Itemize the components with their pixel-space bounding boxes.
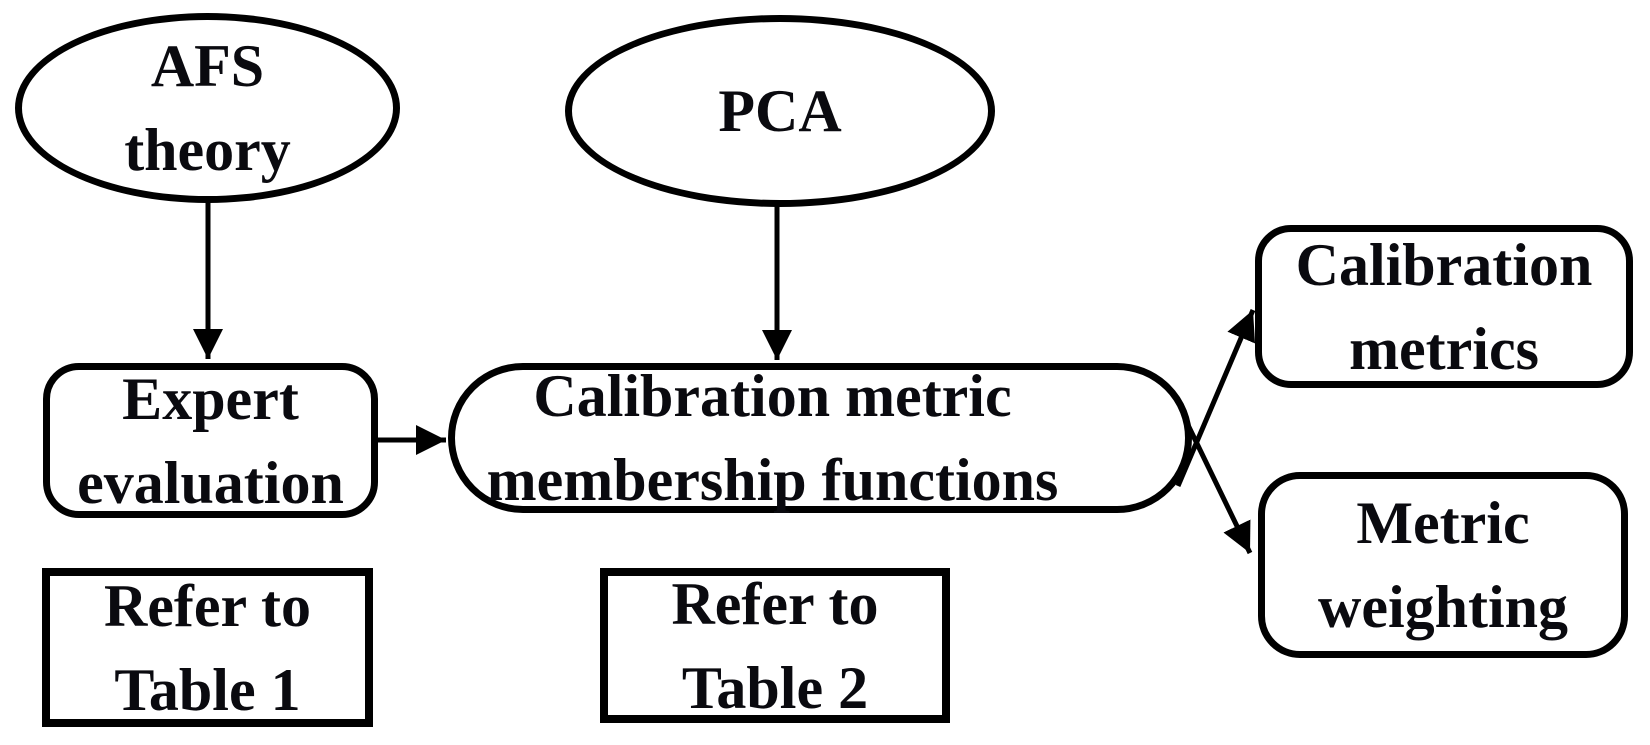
- node-membership-functions-label-line1: Calibration metric: [533, 363, 1012, 429]
- node-afs-theory-label-line1: AFS: [150, 33, 265, 99]
- node-calibration-metric-membership-functions: Calibration metric membership functions: [448, 363, 1192, 513]
- node-refer-table-1-label-line2: Table 1: [114, 656, 301, 723]
- node-refer-table-2-label-line2: Table 2: [681, 654, 869, 721]
- node-afs-theory-label-line2: theory: [124, 117, 291, 183]
- node-afs-theory: AFS theory: [15, 13, 400, 203]
- node-pca: PCA: [565, 15, 995, 207]
- node-membership-functions-label-line2: membership functions: [486, 447, 1059, 513]
- node-pca-label: PCA: [718, 78, 842, 144]
- node-expert-evaluation-label-line2: evaluation: [77, 449, 344, 516]
- node-refer-table-1-label-line1: Refer to: [103, 572, 312, 639]
- node-calibration-metrics: Calibration metrics: [1255, 225, 1633, 388]
- node-refer-table-2-label-line1: Refer to: [671, 570, 879, 637]
- node-calibration-metrics-label-line1: Calibration: [1295, 231, 1593, 298]
- node-expert-evaluation: Expert evaluation: [43, 363, 378, 518]
- node-metric-weighting-label-line1: Metric: [1356, 490, 1530, 556]
- node-refer-to-table-1: Refer to Table 1: [42, 568, 373, 727]
- node-expert-evaluation-label-line1: Expert: [122, 365, 299, 432]
- node-calibration-metrics-label-line2: metrics: [1349, 315, 1539, 382]
- arrow-membership-to-calibration-metrics: [1175, 309, 1256, 487]
- node-metric-weighting-label-line2: weighting: [1317, 574, 1569, 640]
- node-refer-to-table-2: Refer to Table 2: [600, 568, 950, 723]
- node-metric-weighting: Metric weighting: [1258, 472, 1628, 658]
